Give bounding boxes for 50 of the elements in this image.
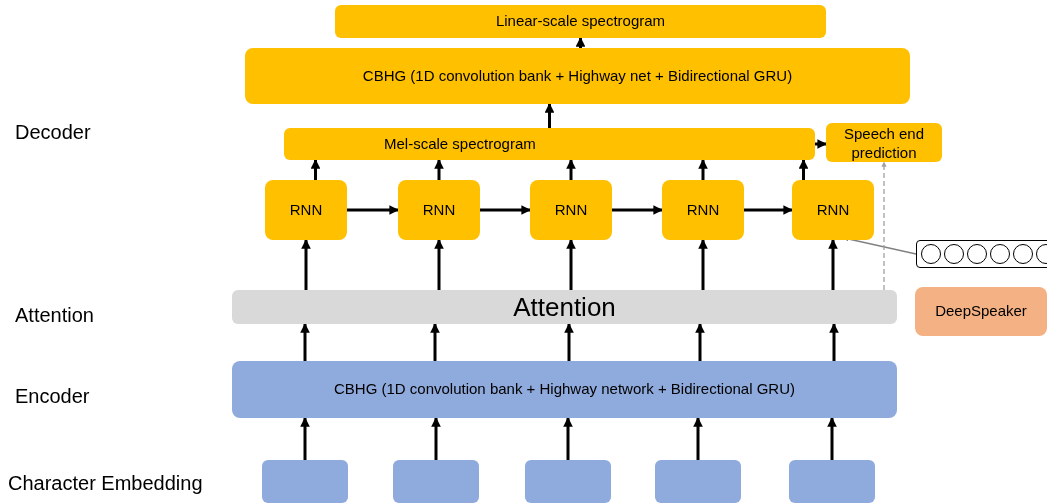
output-box: Linear-scale spectrogram — [335, 5, 826, 38]
arrow — [815, 139, 827, 149]
arrow — [566, 239, 576, 290]
arrow — [564, 323, 574, 361]
arrow — [431, 417, 441, 460]
rnn-box: RNN — [398, 180, 480, 240]
arrow — [301, 239, 311, 290]
prediction-box: Speech end prediction — [826, 123, 942, 162]
rnn-box: RNN — [792, 180, 874, 240]
embedding-box — [789, 460, 875, 503]
layer-label: Decoder — [15, 120, 91, 145]
rnn-box: RNN — [265, 180, 347, 240]
arrow — [544, 103, 555, 128]
arrow — [693, 417, 703, 460]
arrow — [575, 37, 586, 48]
embedding-box — [393, 460, 479, 503]
attention-bar: Attention — [232, 290, 897, 324]
arrow — [829, 323, 839, 361]
encoder-box: CBHG (1D convolution bank + Highway network + Bidirectional GRU) — [232, 361, 897, 418]
rnn-box: RNN — [530, 180, 612, 240]
arrow — [347, 205, 399, 215]
speaker-box: DeepSpeaker — [915, 287, 1047, 336]
arrow — [744, 205, 793, 215]
embedding-box — [262, 460, 348, 503]
layer-label: Encoder — [15, 384, 90, 409]
layer-label: Character Embedding — [8, 471, 203, 496]
arrow — [798, 159, 809, 180]
arrow — [881, 161, 887, 291]
arrow — [612, 205, 663, 215]
spectrogram-bar: Mel-scale spectrogram — [284, 128, 815, 160]
cbhg-box: CBHG (1D convolution bank + Highway net + Bidirectional GRU) — [245, 48, 910, 104]
arrow — [434, 159, 444, 180]
vector-drawing — [916, 240, 1047, 268]
arrow — [310, 159, 321, 180]
arrow — [828, 239, 838, 290]
arrow — [566, 159, 576, 180]
arrow — [827, 417, 837, 460]
arrow — [300, 323, 310, 361]
arrow — [695, 323, 705, 361]
rnn-box: RNN — [662, 180, 744, 240]
arrow — [563, 417, 573, 460]
arrow — [430, 323, 440, 361]
arrow — [434, 239, 444, 290]
arrow — [698, 159, 708, 180]
embedding-box — [525, 460, 611, 503]
layer-label: Attention — [15, 303, 94, 328]
embedding-box — [655, 460, 741, 503]
arrow — [480, 205, 531, 215]
arrow — [300, 417, 310, 460]
arrow — [698, 239, 708, 290]
